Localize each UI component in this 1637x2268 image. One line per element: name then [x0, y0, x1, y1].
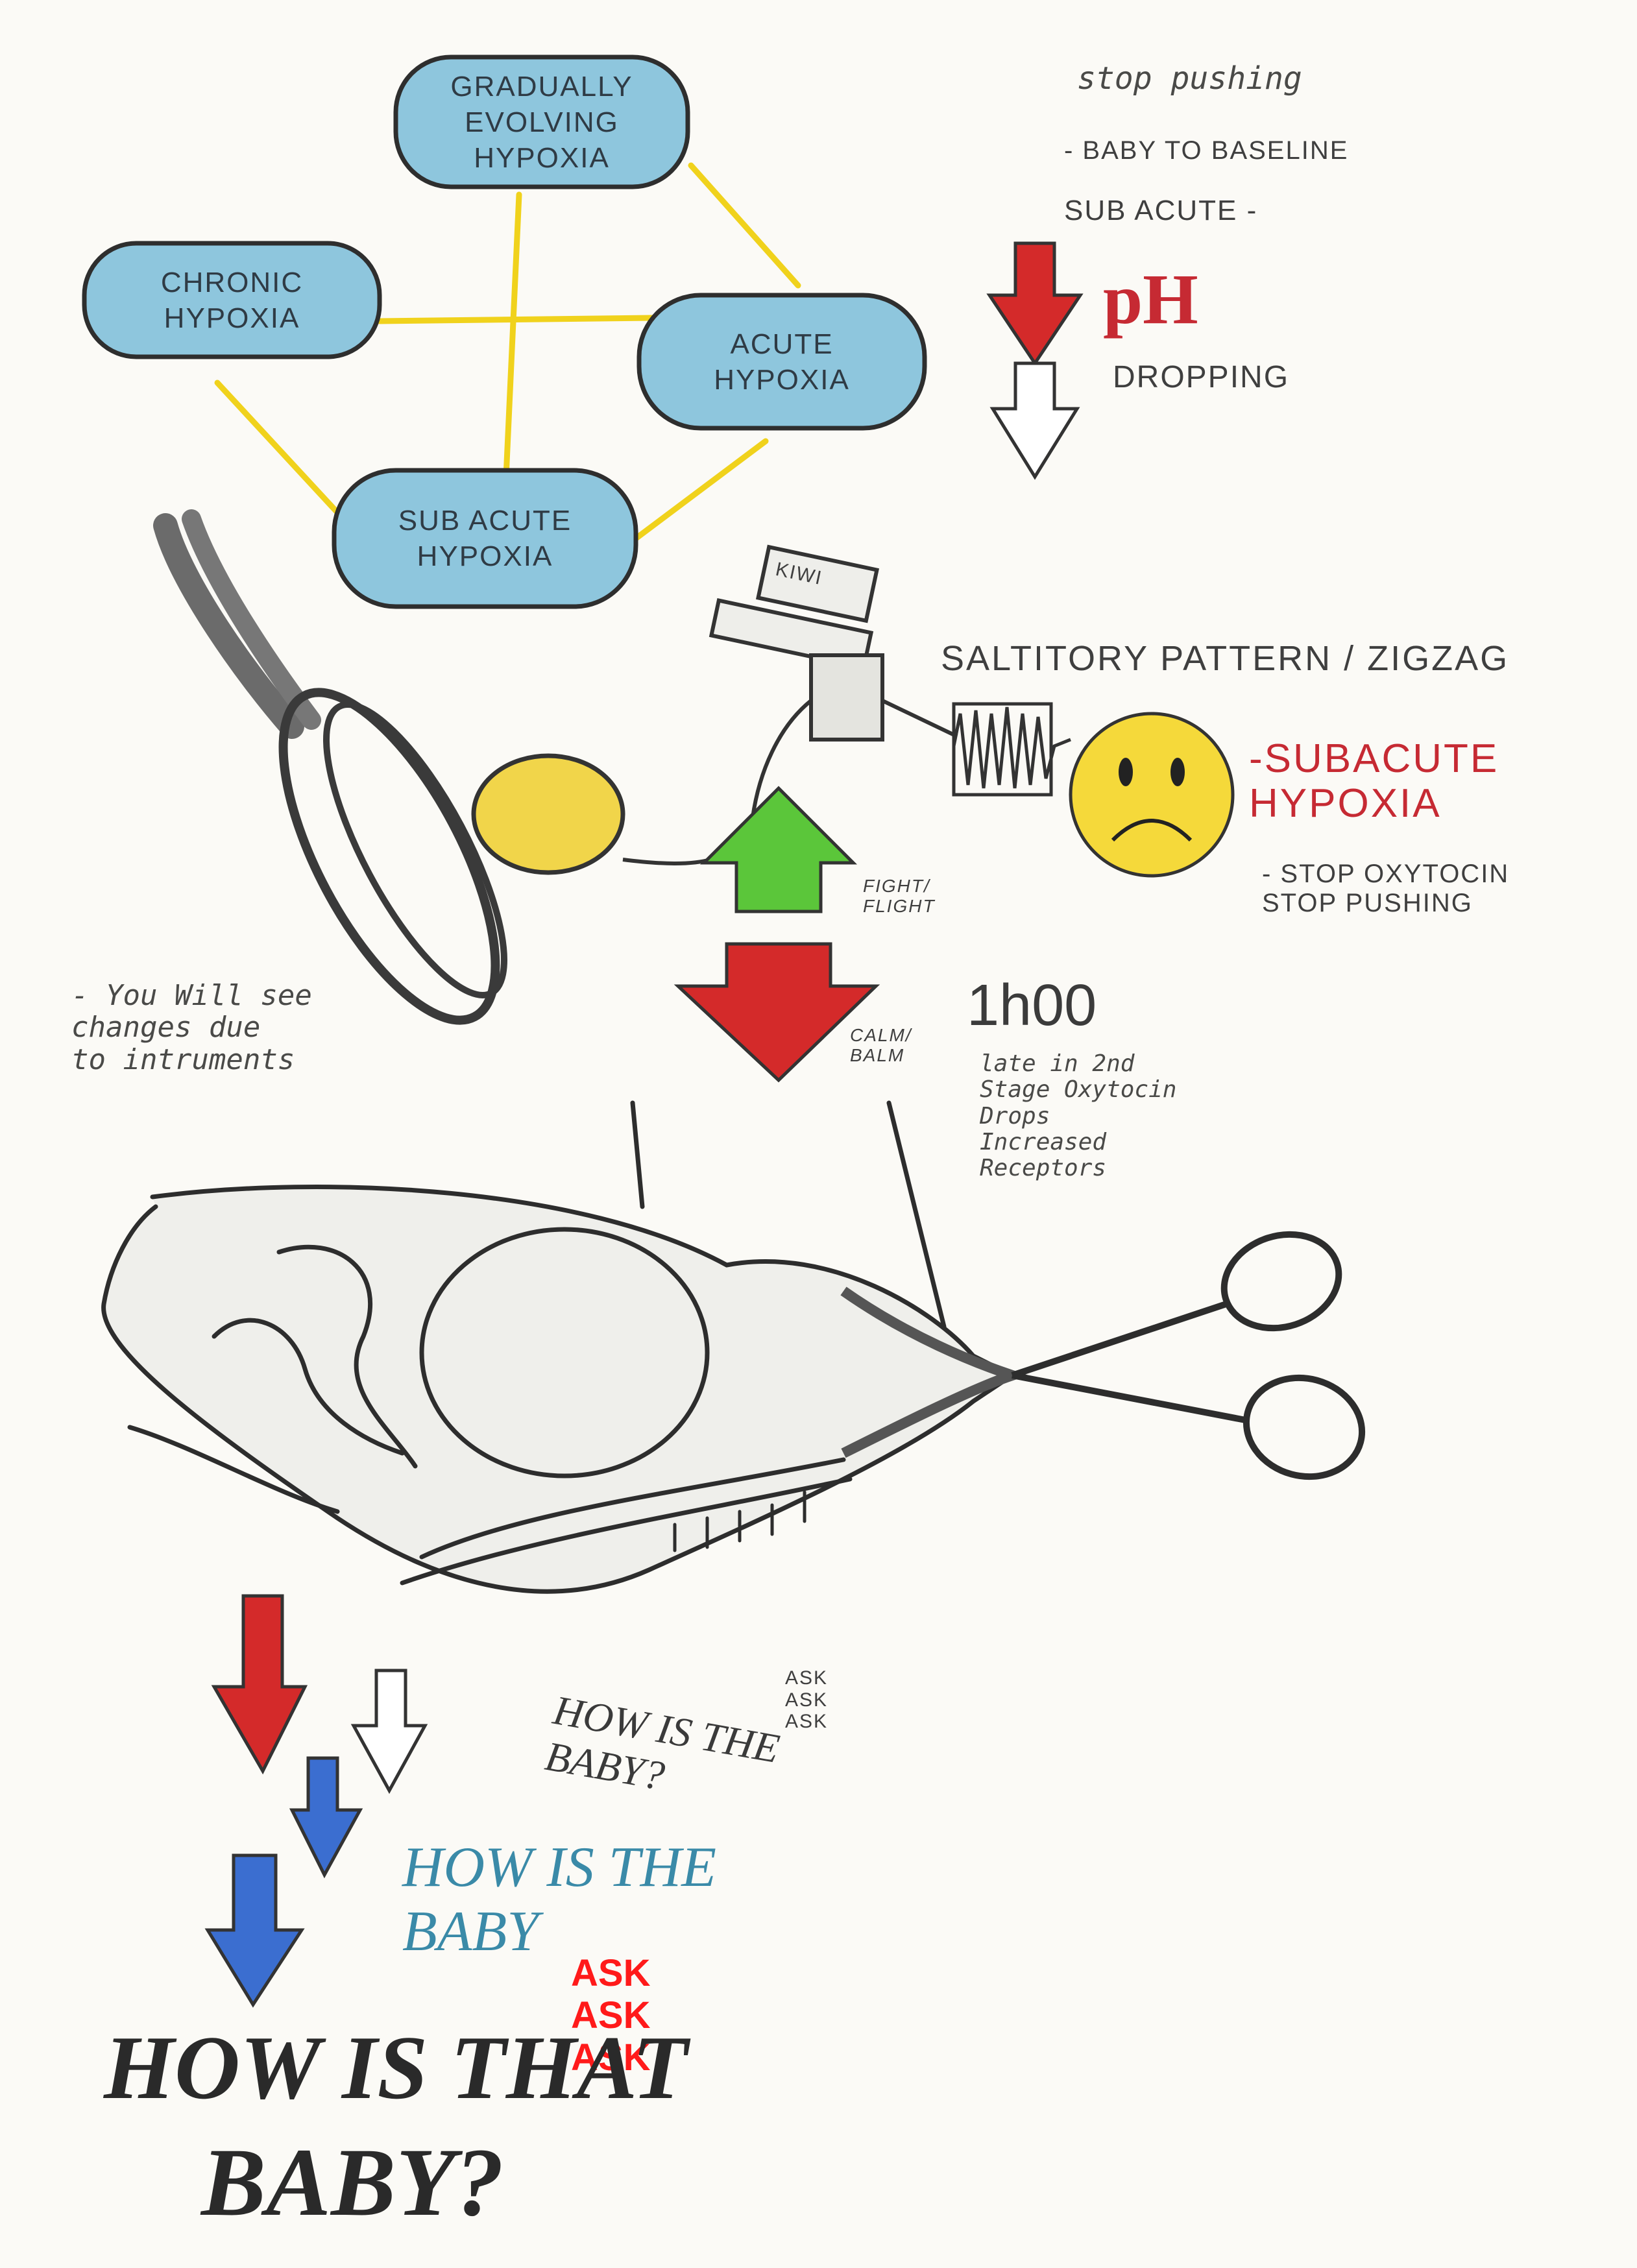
ph-dropping-label: DROPPING — [1113, 360, 1290, 394]
hypoxia-connectors — [214, 162, 801, 542]
pill-acute-shape — [637, 293, 927, 431]
kiwi-suction-cup — [471, 753, 625, 875]
bottom-blue-arrow-small — [289, 1756, 363, 1879]
ph-red-down-arrow — [986, 241, 1084, 367]
sad-face — [1069, 712, 1235, 878]
calm-balm-label: CALM/ BALM — [850, 1025, 912, 1066]
pill-chronic-text: CHRONIC HYPOXIA — [160, 266, 304, 334]
baby-label: BABY? — [201, 2129, 504, 2236]
instrument-changes-note: - You Will see changes due to intruments — [71, 979, 312, 1076]
hypoxia-pills — [82, 54, 927, 609]
fight-flight-label: FIGHT/ FLIGHT — [863, 876, 936, 917]
fight-flight-green-arrow — [699, 786, 858, 913]
pelvis-cross-section — [101, 1100, 1017, 1594]
pill-gradual-text: GRADUALLY EVOLVING HYPOXIA — [450, 70, 633, 174]
late-stage-note: late in 2nd Stage Oxytocin Drops Increas… — [980, 1050, 1177, 1182]
saltitory-pattern-label: SALTITORY PATTERN / ZIGZAG — [941, 639, 1510, 678]
subacute-hypoxia-label: -SUBACUTE HYPOXIA — [1249, 736, 1499, 826]
time-label: 1h00 — [967, 973, 1097, 1038]
zigzag-pattern — [952, 702, 1071, 797]
pill-subacute-text: SUB ACUTE HYPOXIA — [398, 505, 572, 572]
ph-outline-down-arrow — [989, 361, 1080, 480]
pill-subacute-shape — [332, 468, 638, 609]
bottom-outline-arrow — [350, 1669, 428, 1794]
pill-acute-text: ACUTE HYPOXIA — [714, 328, 850, 396]
note-sub-acute: SUB ACUTE - — [1064, 195, 1258, 226]
bottom-blue-arrow-large — [204, 1853, 305, 2008]
ask-small-label: ASK ASK ASK — [785, 1667, 829, 1733]
pill-gradual-shape — [393, 54, 690, 189]
note-baby-baseline: - BABY TO BASELINE — [1064, 136, 1349, 165]
pill-chronic-shape — [82, 241, 382, 359]
ask-red-label: ASK ASK ASK — [571, 1952, 651, 2079]
calm-balm-red-arrow — [673, 942, 880, 1083]
kiwi-device — [622, 544, 958, 866]
bottom-red-arrow — [211, 1594, 308, 1775]
forceps-drawing — [153, 509, 507, 1025]
note-stop-pushing: stop pushing — [1077, 60, 1302, 97]
how-is-that-label: HOW IS THAT — [104, 2018, 688, 2118]
stop-oxytocin-note: - STOP OXYTOCIN STOP PUSHING — [1262, 860, 1510, 917]
ph-label: pH — [1103, 259, 1198, 339]
forceps-handles — [840, 1231, 1366, 1480]
how-is-the-baby-teal: HOW IS THE BABY — [402, 1836, 716, 1963]
